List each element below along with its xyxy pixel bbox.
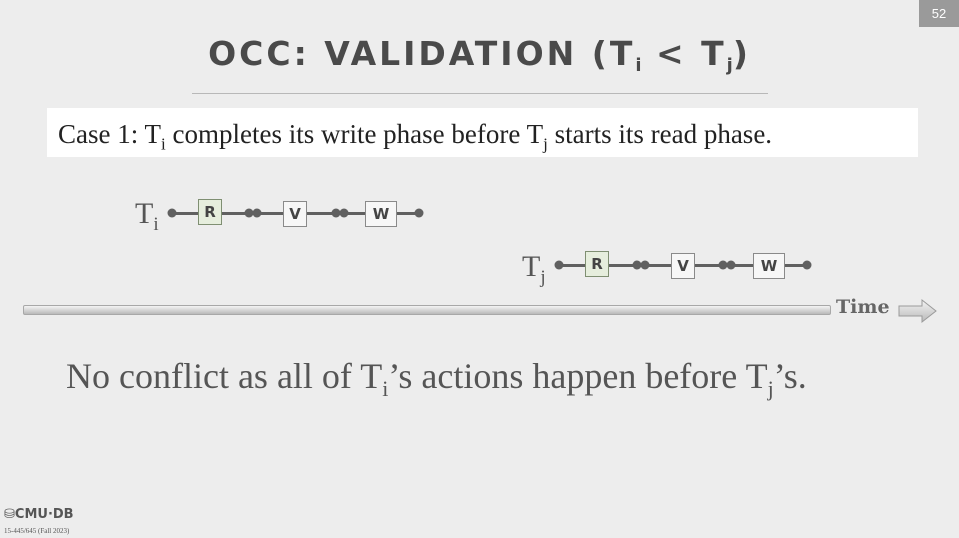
cmu-db-logo: ⛁CMU·DB — [4, 507, 74, 522]
transaction-i-start-dot — [167, 208, 177, 218]
transaction-j-start-dot — [554, 260, 564, 270]
transaction-i-dot — [339, 208, 349, 218]
transaction-j-end-dot — [802, 260, 812, 270]
transaction-i-end-dot — [414, 208, 424, 218]
slide-number: 52 — [919, 0, 959, 27]
transaction-j-validation-phase: V — [671, 253, 695, 279]
database-icon: ⛁ — [4, 507, 15, 522]
transaction-j-dot — [640, 260, 650, 270]
time-axis-label: Time — [836, 296, 890, 318]
transaction-j-read-phase: R — [585, 251, 609, 277]
conclusion-text: No conflict as all of Ti’s actions happe… — [66, 356, 807, 402]
transaction-i-read-phase: R — [198, 199, 222, 225]
transaction-i-validation-phase: V — [283, 201, 307, 227]
transaction-i-dot — [252, 208, 262, 218]
time-axis-bar — [23, 305, 831, 315]
title-divider — [192, 93, 768, 94]
transaction-i-write-phase: W — [365, 201, 397, 227]
transaction-j-write-phase: W — [753, 253, 785, 279]
transaction-i-dot — [244, 208, 254, 218]
time-arrow-icon — [898, 298, 937, 324]
transaction-i-segment — [397, 212, 419, 215]
transaction-j-label: Tj — [522, 250, 546, 288]
course-label: 15-445/645 (Fall 2023) — [4, 527, 70, 535]
transaction-i-dot — [331, 208, 341, 218]
transaction-j-dot — [726, 260, 736, 270]
transaction-j-segment — [559, 264, 585, 267]
transaction-j-dot — [718, 260, 728, 270]
transaction-i-label: Ti — [135, 197, 159, 235]
case-description: Case 1: Ti completes its write phase bef… — [47, 108, 918, 157]
transaction-i-segment — [172, 212, 198, 215]
transaction-j-segment — [785, 264, 807, 267]
transaction-j-dot — [632, 260, 642, 270]
slide-title: OCC: VALIDATION (Ti < Tj) — [208, 34, 751, 76]
